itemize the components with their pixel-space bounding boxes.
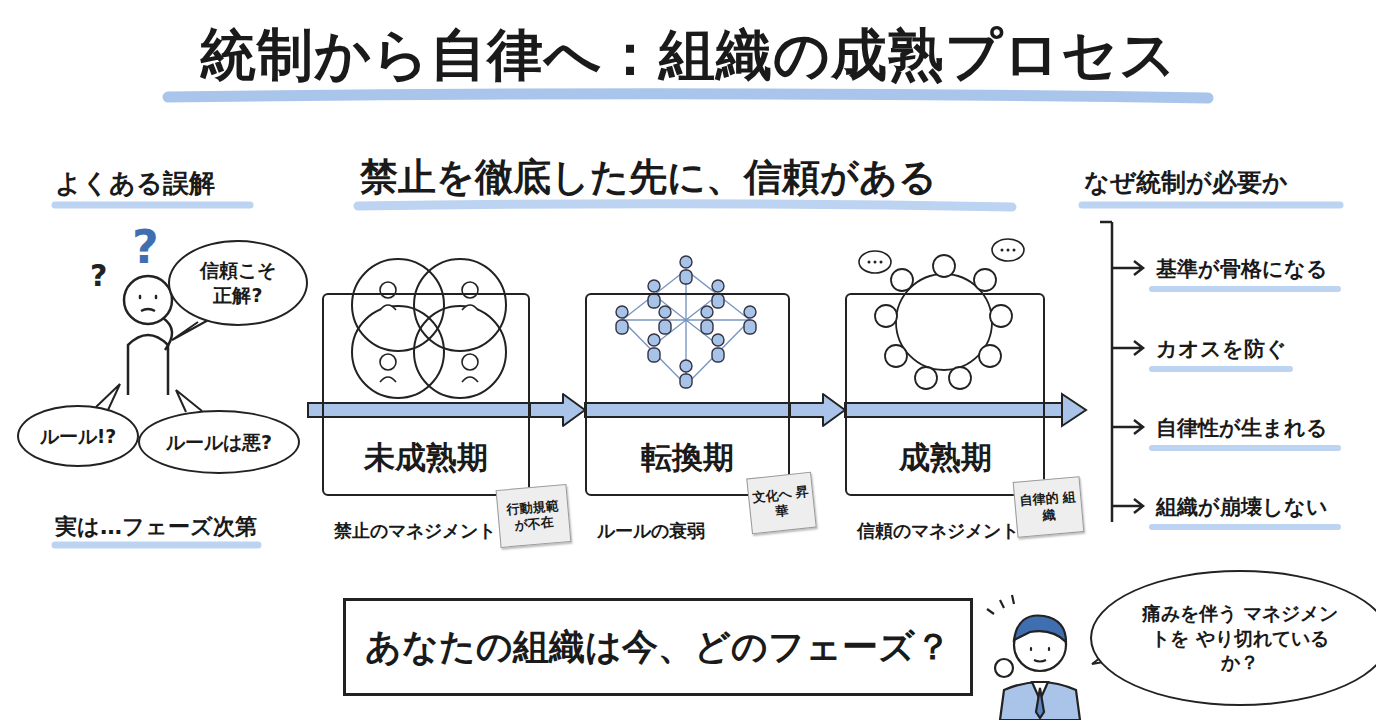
bubble-text: ルールは悪? bbox=[166, 430, 272, 455]
note-text: 実は…フェーズ次第 bbox=[55, 512, 257, 542]
sticky-note: 自律的 組織 bbox=[1012, 476, 1083, 538]
speech-bubble: ルール!? bbox=[17, 405, 139, 467]
phase-caption: ルールの衰弱 bbox=[597, 519, 705, 543]
phase-box: 成熟期信頼のマネジメント自律的 組織 bbox=[845, 293, 1045, 496]
reason-item: 自律性が生まれる bbox=[1156, 414, 1328, 442]
speech-bubble: 信頼こそ 正解? bbox=[168, 240, 308, 326]
phase-name: 成熟期 bbox=[847, 437, 1043, 479]
bubble-tail bbox=[176, 390, 202, 412]
bubble-text: ルール!? bbox=[40, 424, 117, 449]
confused-person bbox=[124, 276, 172, 395]
note-text: 行動規範 が不在 bbox=[497, 495, 569, 536]
bubble-text: 信頼こそ 正解? bbox=[193, 258, 283, 307]
venn-illustration bbox=[352, 259, 506, 398]
businessman bbox=[987, 595, 1080, 720]
bubble-text: 痛みを伴う マネジメントを やり切れているか？ bbox=[1137, 601, 1343, 675]
flow-connector bbox=[530, 394, 585, 426]
phase-caption: 信頼のマネジメント bbox=[857, 519, 1019, 543]
section-heading: なぜ統制が必要か bbox=[1084, 166, 1288, 199]
heading-underline bbox=[1082, 202, 1340, 209]
reason-item: 基準が骨格になる bbox=[1156, 255, 1328, 283]
speech-bubble: ルールは悪? bbox=[138, 410, 300, 474]
main-heading: 禁止を徹底した先に、信頼がある bbox=[360, 152, 937, 203]
note-text: 自律的 組織 bbox=[1014, 487, 1082, 528]
phase-name: 未成熟期 bbox=[324, 437, 528, 479]
question-mark: ? bbox=[90, 258, 107, 293]
people-ring bbox=[859, 239, 1024, 389]
phase-name: 転換期 bbox=[587, 437, 788, 479]
reason-item: 組織が崩壊しない bbox=[1156, 493, 1328, 521]
heading-underline bbox=[55, 202, 250, 209]
flow-arrow bbox=[308, 394, 1086, 426]
note-text: 文化へ 昇華 bbox=[749, 482, 816, 524]
note-underline bbox=[55, 542, 258, 549]
box-text: あなたの組織は今、どのフェーズ？ bbox=[365, 623, 951, 672]
people-network bbox=[616, 256, 756, 388]
question-box: あなたの組織は今、どのフェーズ？ bbox=[343, 598, 973, 696]
heading-underline bbox=[358, 204, 1012, 207]
title: 統制から自律へ：組織の成熟プロセス bbox=[0, 18, 1376, 94]
question-mark: ? bbox=[132, 220, 159, 274]
phase-box: 未成熟期禁止のマネジメント行動規範 が不在 bbox=[322, 293, 530, 496]
sticky-note: 行動規範 が不在 bbox=[495, 484, 571, 548]
speech-bubble: 痛みを伴う マネジメントを やり切れているか？ bbox=[1090, 570, 1376, 706]
reason-bracket bbox=[1100, 222, 1143, 522]
sticky-note: 文化へ 昇華 bbox=[747, 472, 818, 535]
phase-caption: 禁止のマネジメント bbox=[334, 519, 496, 543]
phase-box: 転換期ルールの衰弱文化へ 昇華 bbox=[585, 293, 790, 496]
item-underline bbox=[1152, 289, 1338, 527]
flow-connector bbox=[790, 394, 845, 426]
title-underline bbox=[168, 94, 1208, 98]
reason-item: カオスを防ぐ bbox=[1156, 335, 1287, 363]
section-heading: よくある誤解 bbox=[55, 166, 215, 201]
